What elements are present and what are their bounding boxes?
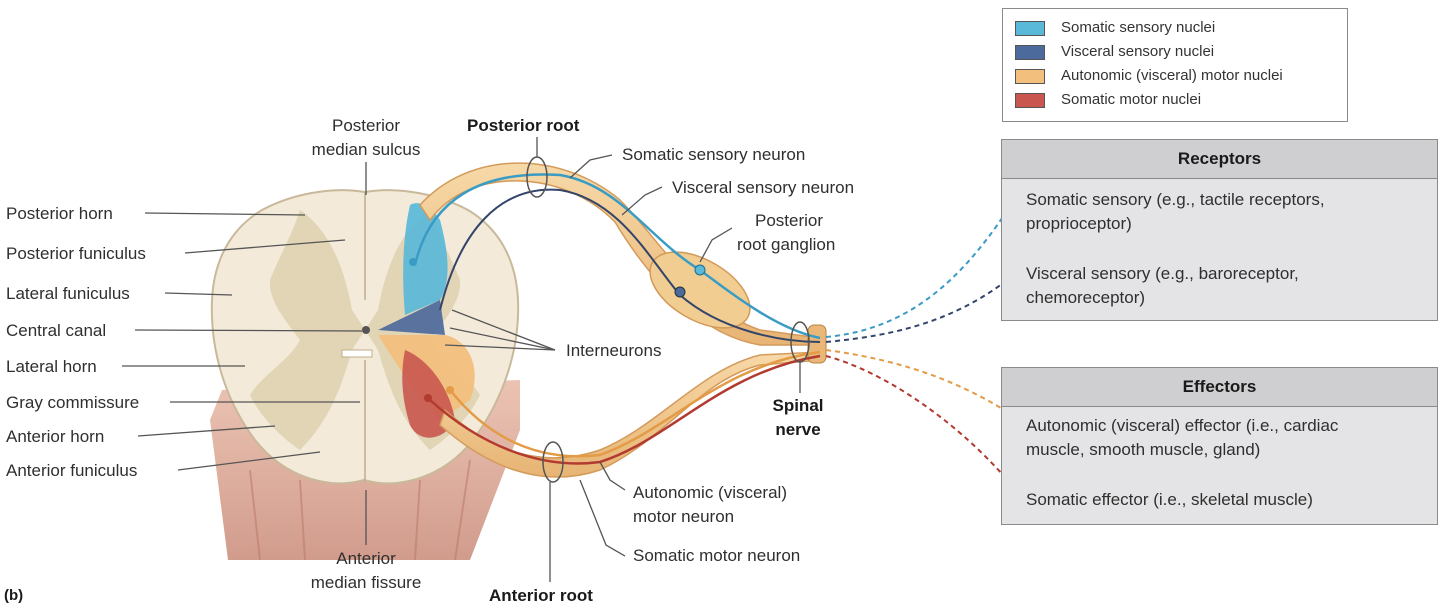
legend-swatch-somatic-motor	[1015, 93, 1045, 108]
cord-stub-stripes	[249, 459, 471, 561]
dashed-connectors	[825, 189, 1021, 496]
somatic-sensory-nuclei	[403, 203, 448, 315]
label-autonomic-motor-neuron-2: motor neuron	[633, 507, 735, 526]
effector-item-line: Somatic effector (i.e., skeletal muscle)	[1026, 490, 1313, 509]
label-spinal-nerve-2: nerve	[775, 420, 821, 439]
somatic-motor-neuron-path	[429, 354, 821, 465]
effectors-title: Effectors	[1002, 368, 1437, 407]
legend-label: Somatic motor nuclei	[1061, 91, 1202, 108]
receptor-item-line: Somatic sensory (e.g., tactile receptors…	[1026, 190, 1325, 209]
receptors-title: Receptors	[1002, 140, 1437, 179]
effector-item-somatic: Somatic effector (i.e., skeletal muscle)	[1026, 488, 1313, 512]
legend-swatch-somatic-sensory	[1015, 21, 1045, 36]
label-posterior-median-sulcus-1: Posterior	[331, 116, 401, 135]
posterior-root-ganglion	[649, 251, 751, 329]
label-spinal-nerve-1: Spinal	[772, 396, 824, 415]
label-posterior-root-ganglion-2: root ganglion	[737, 235, 836, 254]
effectors-panel: Effectors Autonomic (visceral) effector …	[1001, 367, 1438, 525]
gray-commissure	[341, 349, 373, 358]
ganglion-cell-somatic	[694, 264, 706, 276]
gray-matter-left	[250, 210, 365, 450]
label-autonomic-motor-neuron-1: Autonomic (visceral)	[633, 483, 787, 502]
receptor-item-line: proprioceptor)	[1026, 214, 1132, 233]
label-lateral-funiculus: Lateral funiculus	[6, 284, 130, 303]
left-leader-lines	[122, 212, 363, 471]
receptors-panel: Receptors Somatic sensory (e.g., tactile…	[1001, 139, 1438, 321]
label-somatic-sensory-neuron: Somatic sensory neuron	[622, 145, 806, 164]
effector-item-line: Autonomic (visceral) effector (i.e., car…	[1026, 416, 1339, 435]
sensory-terminal	[409, 258, 417, 266]
label-central-canal: Central canal	[6, 321, 107, 340]
other-leader-lines	[365, 137, 801, 582]
receptor-item-somatic: Somatic sensory (e.g., tactile receptors…	[1026, 188, 1325, 236]
label-anterior-funiculus: Anterior funiculus	[6, 461, 138, 480]
somatic-motor-nuclei	[402, 350, 455, 438]
label-posterior-root-ganglion-1: Posterior	[755, 211, 824, 230]
motor-cell-autonomic	[446, 386, 454, 394]
central-canal	[362, 326, 370, 334]
receptor-item-line: chemoreceptor)	[1026, 288, 1146, 307]
label-anterior-horn: Anterior horn	[6, 427, 105, 446]
anterior-root-ring	[542, 441, 564, 483]
label-lateral-horn: Lateral horn	[6, 357, 97, 376]
effector-item-autonomic: Autonomic (visceral) effector (i.e., car…	[1026, 414, 1338, 462]
panel-letter: (b)	[4, 587, 24, 604]
receptor-item-line: Visceral sensory (e.g., baroreceptor,	[1026, 264, 1299, 283]
visceral-sensory-nuclei	[378, 300, 445, 335]
label-somatic-motor-neuron: Somatic motor neuron	[633, 546, 801, 565]
visceral-sensory-neuron-path	[439, 188, 821, 343]
somatic-sensory-neuron-path	[413, 173, 821, 340]
label-gray-commissure: Gray commissure	[6, 393, 140, 412]
autonomic-motor-neuron-path	[449, 350, 821, 458]
label-interneurons: Interneurons	[566, 341, 662, 360]
legend: Somatic sensory nuclei Visceral sensory …	[1002, 8, 1348, 122]
label-posterior-horn: Posterior horn	[6, 204, 113, 223]
legend-label: Visceral sensory nuclei	[1061, 43, 1215, 60]
legend-swatch-autonomic-motor	[1015, 69, 1045, 84]
legend-label: Autonomic (visceral) motor nuclei	[1061, 67, 1283, 84]
label-visceral-sensory-neuron: Visceral sensory neuron	[672, 178, 855, 197]
label-anterior-median-fissure-2: median fissure	[310, 573, 422, 592]
legend-swatch-visceral-sensory	[1015, 45, 1045, 60]
label-posterior-funiculus: Posterior funiculus	[6, 244, 146, 263]
legend-label: Somatic sensory nuclei	[1061, 19, 1216, 36]
receptor-item-visceral: Visceral sensory (e.g., baroreceptor, ch…	[1026, 262, 1299, 310]
label-posterior-root: Posterior root	[467, 116, 580, 135]
label-posterior-median-sulcus-2: median sulcus	[311, 140, 421, 159]
label-anterior-root: Anterior root	[489, 586, 593, 605]
label-anterior-median-fissure-1: Anterior	[336, 549, 396, 568]
motor-cell-somatic	[424, 394, 432, 402]
ganglion-cell-visceral	[674, 286, 686, 298]
effector-item-line: muscle, smooth muscle, gland)	[1026, 440, 1261, 459]
